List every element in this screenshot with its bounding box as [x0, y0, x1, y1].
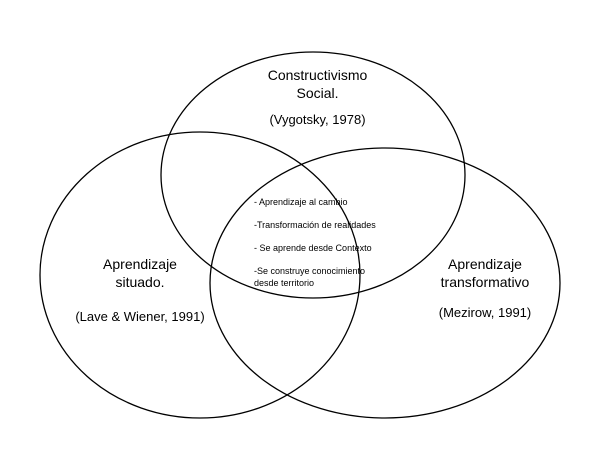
- list-item: - Aprendizaje al cambio: [254, 197, 348, 207]
- label-aprendizaje-situado: Aprendizaje situado. (Lave & Wiener, 199…: [60, 255, 220, 325]
- label-aprendizaje-transformativo: Aprendizaje transformativo (Mezirow, 199…: [420, 255, 550, 321]
- circle-title-line: situado.: [115, 274, 165, 290]
- circle-title-line: transformativo: [440, 274, 530, 290]
- circle-citation: (Lave & Wiener, 1991): [75, 309, 205, 324]
- circle-citation: (Mezirow, 1991): [438, 305, 532, 320]
- circle-citation: (Vygotsky, 1978): [269, 112, 366, 127]
- circle-title-line: Aprendizaje: [448, 256, 522, 272]
- center-intersection-list: - Aprendizaje al cambio -Transformación …: [254, 196, 384, 300]
- circle-constructivismo-social: [160, 51, 466, 299]
- list-item: -Transformación de realidades: [254, 220, 376, 230]
- circle-title-line: Aprendizaje: [103, 256, 177, 272]
- circle-title-line: Constructivismo: [267, 67, 368, 83]
- label-constructivismo-social: Constructivismo Social. (Vygotsky, 1978): [230, 66, 405, 128]
- circle-aprendizaje-situado: [39, 131, 361, 419]
- circle-aprendizaje-transformativo: [209, 147, 561, 419]
- list-item: - Se aprende desde Contexto: [254, 243, 372, 253]
- circle-title-line: Social.: [296, 85, 339, 101]
- list-item: -Se construye conocimiento desde territo…: [254, 266, 366, 288]
